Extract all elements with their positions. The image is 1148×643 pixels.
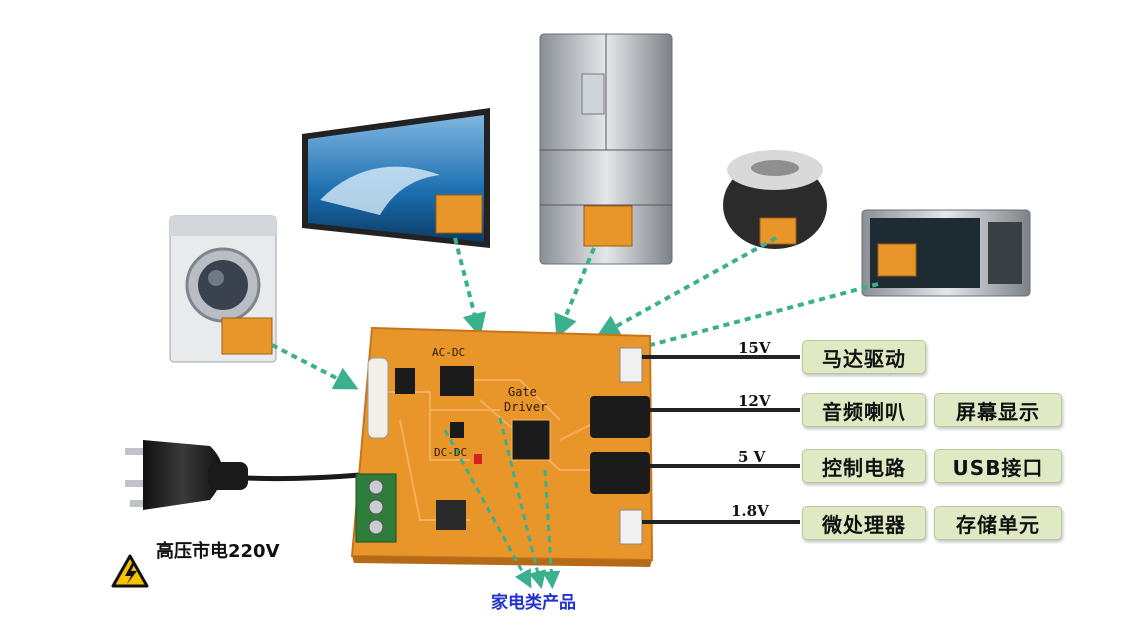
appliance-arrows [271, 236, 879, 390]
voltage-15v: 15V [738, 339, 771, 357]
label-control-circuit: 控制电路 [802, 449, 926, 483]
television-icon [302, 108, 490, 248]
gate-label: Gate [508, 385, 537, 399]
pcb-board [350, 326, 654, 567]
driver-label: Driver [504, 400, 548, 414]
dcdc-label: DC-DC [434, 446, 468, 459]
washing-machine-icon [169, 215, 277, 363]
label-audio-speaker: 音频喇叭 [802, 393, 926, 427]
microwave-icon [861, 209, 1031, 297]
arrow-refrigerator [554, 247, 596, 339]
power-cord [244, 472, 361, 482]
label-motor-drive: 马达驱动 [802, 340, 926, 374]
diagram-caption: 家电类产品 [491, 593, 576, 613]
voltage-1-8v: 1.8V [731, 502, 769, 520]
voltage-5v: 5 V [738, 448, 766, 466]
arrow-washing-machine [271, 343, 359, 390]
label-screen-display: 屏幕显示 [934, 393, 1062, 427]
output-wires [642, 355, 800, 524]
voltage-12v: 12V [738, 392, 771, 410]
arrow-microwave [622, 282, 879, 358]
power-plug-icon [125, 440, 248, 510]
label-storage-unit: 存储单元 [934, 506, 1062, 540]
refrigerator-icon [539, 33, 673, 265]
mains-input-label: 高压市电220V [156, 541, 280, 562]
label-usb-port: USB接口 [934, 449, 1062, 483]
warning-icon [111, 554, 149, 588]
label-microprocessor: 微处理器 [802, 506, 926, 540]
arrow-television [453, 237, 487, 338]
rice-cooker-icon [723, 150, 827, 249]
acdc-label: AC-DC [432, 346, 466, 359]
caption-arrows [443, 417, 561, 590]
